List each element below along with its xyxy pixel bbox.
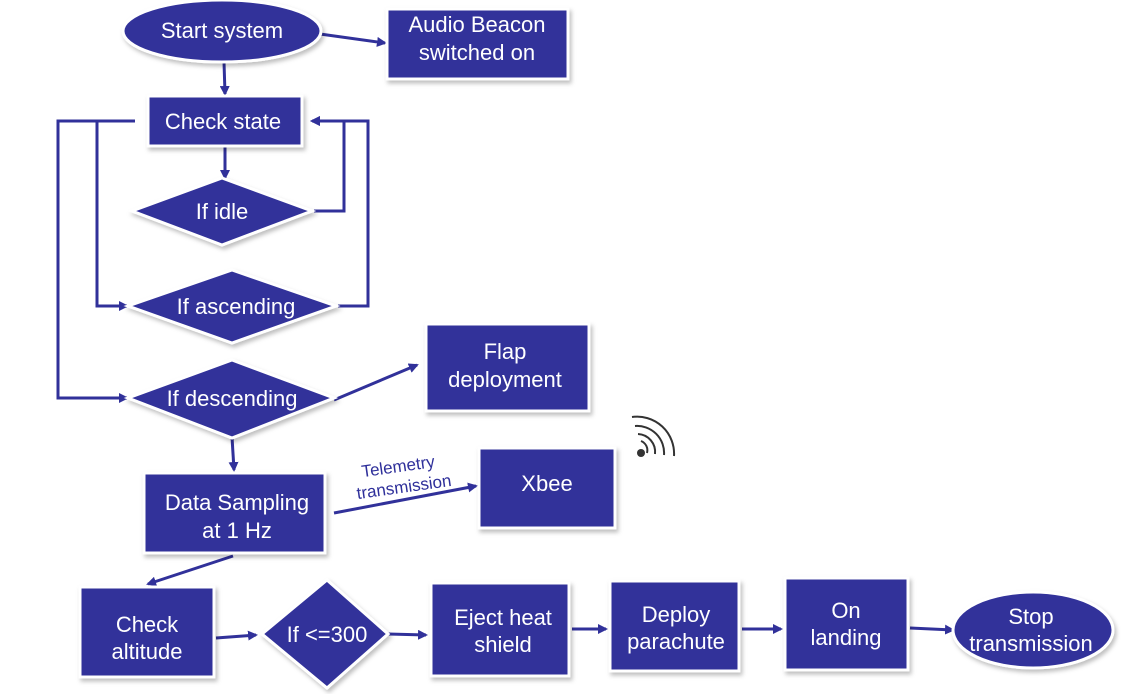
node-on-landing — [783, 576, 910, 672]
edge-start-to-beacon — [319, 32, 387, 47]
edge-idle-back-to-check-state — [310, 116, 346, 213]
on-landing-label-line2: landing — [811, 625, 882, 650]
node-stop-transmission — [951, 590, 1115, 670]
if-ascending-label: If ascending — [177, 294, 296, 319]
edge-check-altitude-to-if-300 — [215, 630, 258, 641]
edge-data-sampling-to-check-altitude — [146, 554, 234, 587]
on-landing-label-line1: On — [831, 598, 860, 623]
node-data-sampling — [142, 471, 327, 555]
if-le-300-label: If <=300 — [287, 622, 368, 647]
edge-check-state-to-descending — [56, 119, 135, 403]
node-check-altitude — [78, 585, 216, 679]
data-sampling-label-line2: at 1 Hz — [202, 518, 272, 543]
node-check-state — [146, 94, 304, 148]
check-altitude-label-line1: Check — [116, 612, 179, 637]
edge-if-300-to-eject — [387, 629, 428, 640]
start-system-label: Start system — [161, 18, 283, 43]
eject-heat-shield-label-line1: Eject heat — [454, 605, 552, 630]
audio-beacon-label-line2: switched on — [419, 40, 535, 65]
node-start-system — [121, 0, 323, 64]
flap-deployment-label-line2: deployment — [448, 367, 562, 392]
if-descending-label: If descending — [167, 386, 298, 411]
eject-heat-shield-label-line2: shield — [474, 632, 531, 657]
node-if-le-300 — [259, 578, 391, 690]
check-altitude-label-line2: altitude — [112, 639, 183, 664]
node-if-descending — [123, 358, 339, 440]
deploy-parachute-label-line2: parachute — [627, 629, 725, 654]
flap-deployment-label-line1: Flap — [484, 339, 527, 364]
edge-descending-to-flap — [333, 363, 419, 402]
node-deploy-parachute — [608, 579, 741, 673]
wireless-signal-icon — [631, 415, 676, 457]
stop-transmission-label-line1: Stop — [1008, 604, 1053, 629]
edge-descending-to-data-sampling — [228, 436, 239, 472]
edge-ascending-back-to-check-state — [310, 116, 370, 308]
audio-beacon-label-line1: Audio Beacon — [409, 12, 546, 37]
edge-start-to-check-state — [219, 61, 230, 96]
node-eject-heat-shield — [429, 581, 571, 678]
edge-check-state-to-ascending — [95, 119, 135, 311]
edge-landing-to-stop — [909, 624, 955, 635]
telemetry-edge-label: Telemetry transmission — [355, 452, 452, 503]
edge-data-sampling-to-xbee — [333, 482, 478, 515]
data-sampling-label-line1: Data Sampling — [165, 490, 309, 515]
if-idle-label: If idle — [196, 199, 249, 224]
stop-transmission-label-line2: transmission — [969, 631, 1092, 656]
check-state-label: Check state — [165, 109, 281, 134]
node-flap-deployment — [424, 322, 591, 413]
node-audio-beacon — [385, 7, 570, 81]
node-xbee — [477, 446, 617, 530]
deploy-parachute-label-line1: Deploy — [642, 602, 710, 627]
node-if-ascending — [123, 268, 341, 345]
xbee-label: Xbee — [521, 471, 572, 496]
node-if-idle — [127, 176, 317, 247]
connectors — [56, 32, 955, 641]
